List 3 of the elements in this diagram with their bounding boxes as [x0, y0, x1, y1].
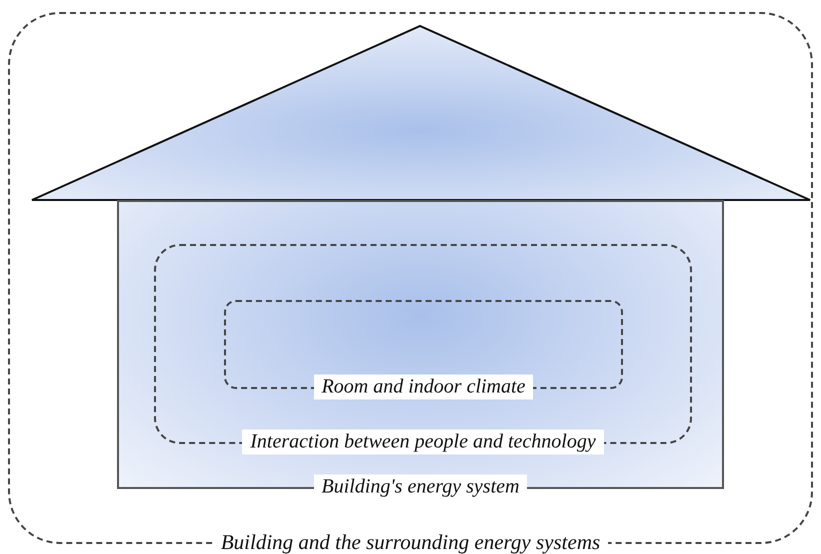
node-label: Interaction between people and technology — [242, 430, 604, 454]
node-label: Building's energy system — [314, 474, 528, 500]
node-label: Room and indoor climate — [314, 374, 534, 400]
